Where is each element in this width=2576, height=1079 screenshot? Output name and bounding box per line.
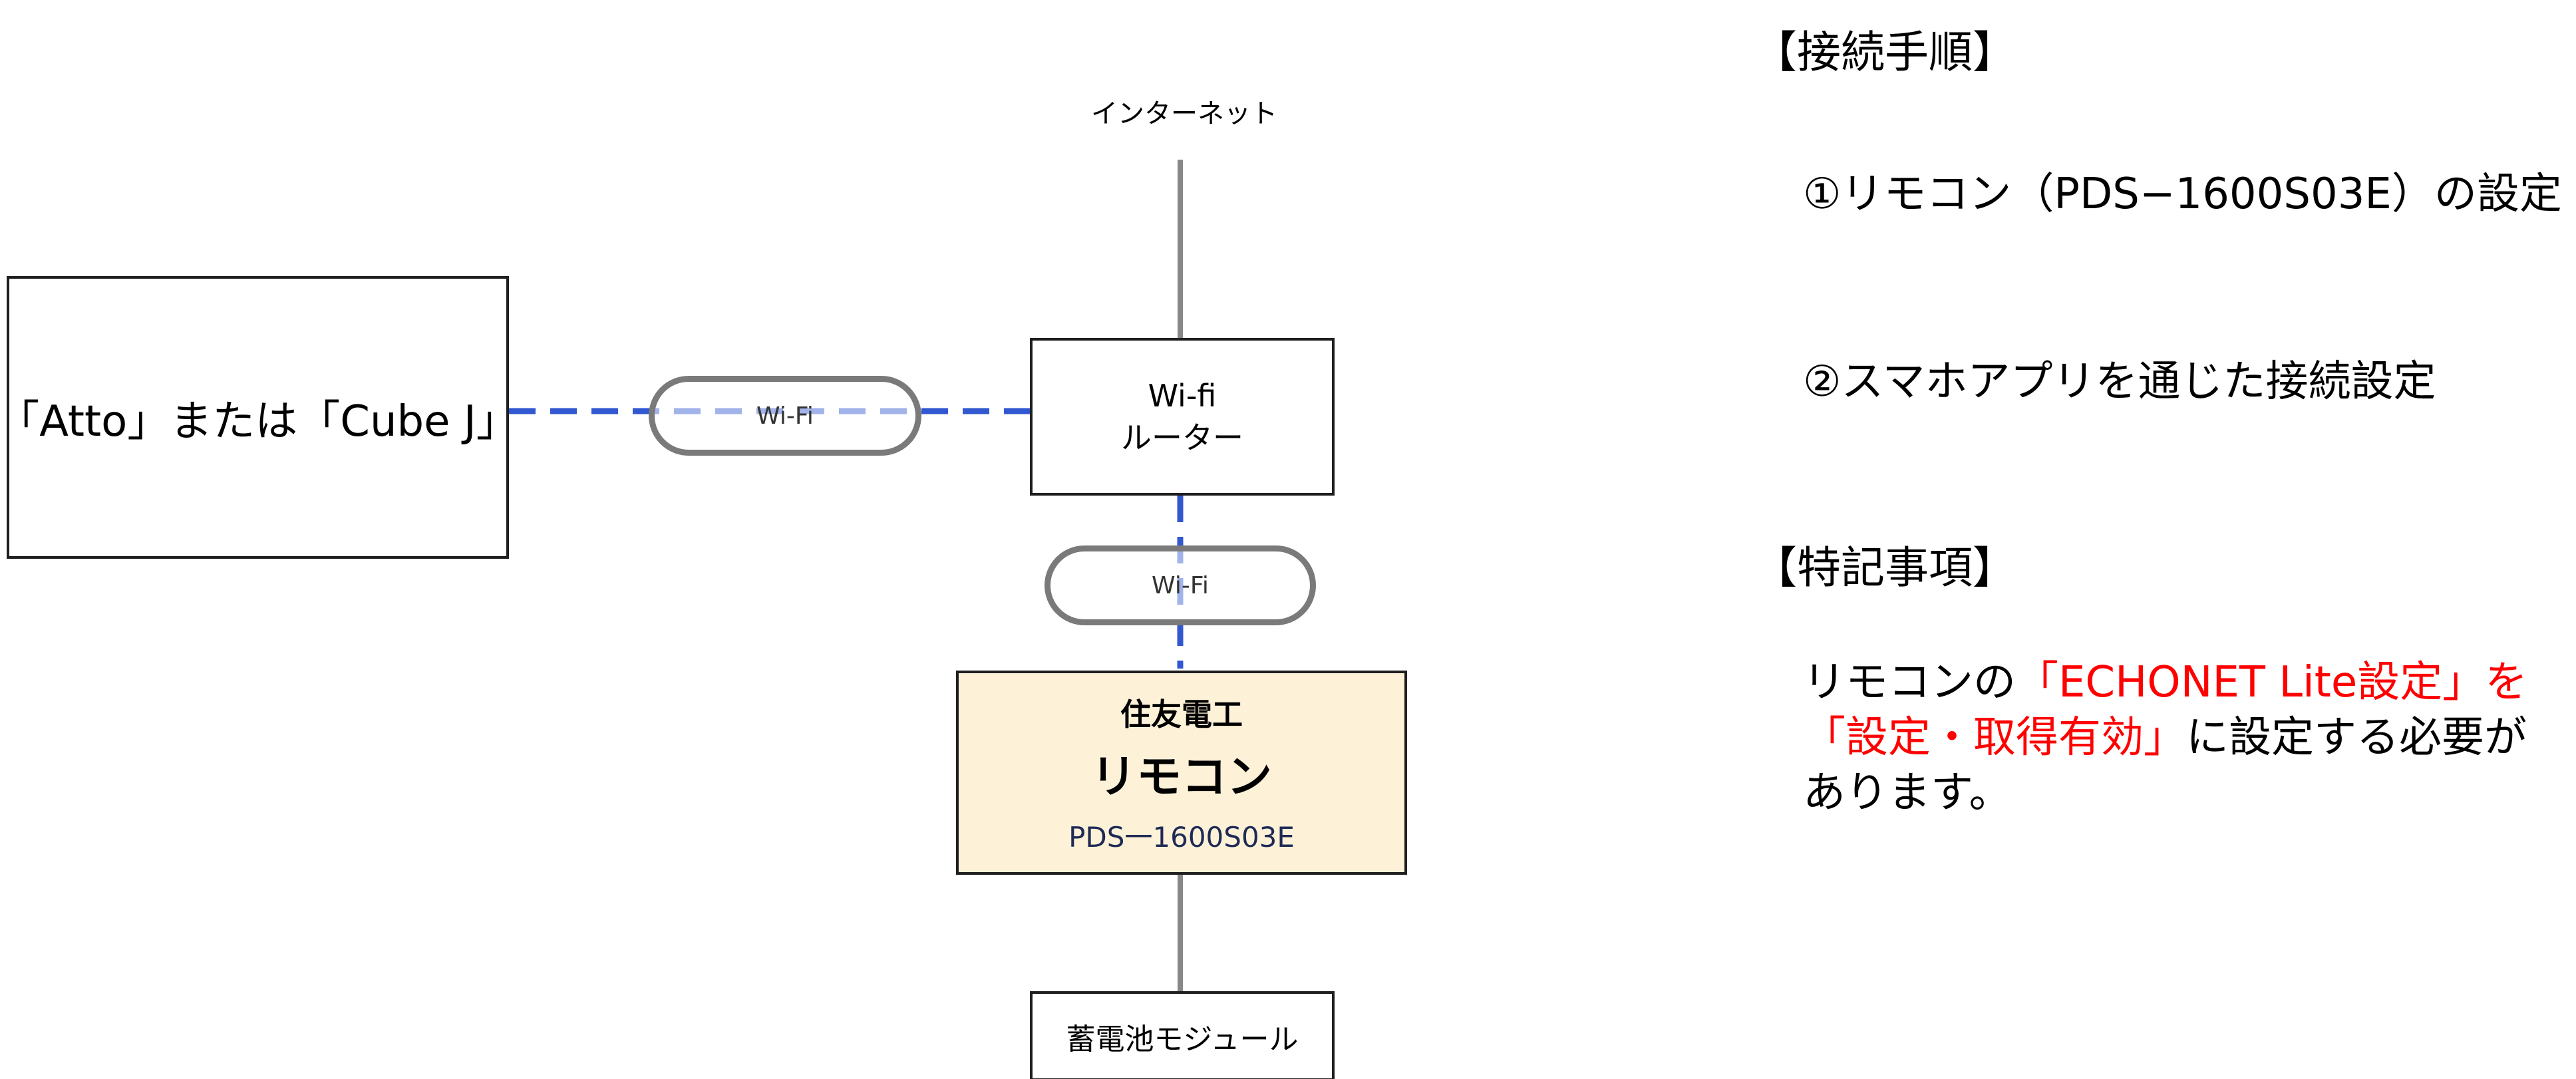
note-part-2: に設定する必要があります。 [1803,713,2527,818]
wifi-pill-vertical: Wi-Fi [1045,545,1316,625]
steps-heading: 【接続手順】 [1753,27,2016,78]
router-label-line1: Wi-fi [1148,378,1217,414]
battery-module-label: 蓄電池モジュール [1066,1022,1299,1056]
internet-label: インターネット [1091,98,1277,129]
remote-model-label: PDS一1600S03E [1068,820,1295,853]
battery-module-box: 蓄電池モジュール [1030,991,1335,1079]
special-note-text: リモコンの「ECHONET Lite設定」を「設定・取得有効」に設定する必要があ… [1803,655,2568,822]
device-label: 「Atto」または「Cube J」 [0,396,519,446]
router-box: Wi-fi ルーター [1030,338,1335,496]
step-2-text: ②スマホアプリを通じた接続設定 [1803,357,2436,406]
remote-maker-label: 住友電工 [1120,696,1243,732]
note-highlight: 「ECHONET Lite設定」を「設定・取得有効」 [1803,658,2528,763]
step-1-text: ①リモコン（PDS−1600S03E）の設定 [1803,170,2562,219]
device-box: 「Atto」または「Cube J」 [0,276,519,559]
wifi-pill-horizontal-label: Wi-Fi [756,402,814,430]
notes-heading: 【特記事項】 [1753,542,2016,593]
wifi-pill-horizontal: Wi-Fi [649,376,921,456]
wifi-pill-vertical-label: Wi-Fi [1152,571,1209,599]
remote-controller-box: 住友電工 リモコン PDS一1600S03E [956,671,1407,875]
router-label-line2: ルーター [1121,419,1243,456]
remote-name-label: リモコン [1090,750,1272,804]
note-part-1: リモコンの [1803,658,2016,707]
